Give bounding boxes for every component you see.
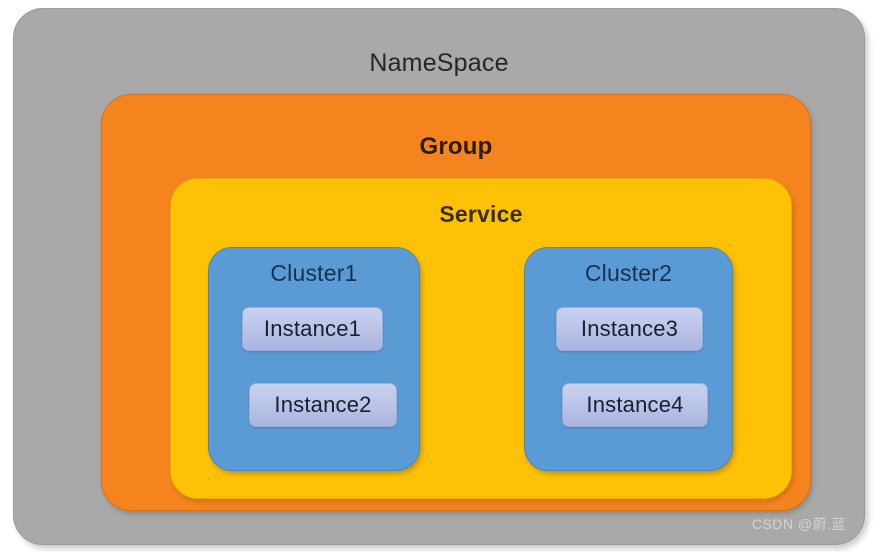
instance-box: Instance2 [249,383,397,427]
cluster-box: Cluster1 Instance1 Instance2 [208,247,420,471]
service-label: Service [439,201,523,227]
instance-label: Instance2 [274,392,372,417]
instance-box: Instance4 [562,383,708,427]
group-label: Group [419,133,493,160]
service-container: Service Cluster1 Instance1 Instance2 Clu… [170,178,792,499]
instance-box: Instance3 [556,307,703,351]
instance-box: Instance1 [242,307,383,351]
namespace-label: NameSpace [369,49,509,77]
cluster-box: Cluster2 Instance3 Instance4 [524,247,733,471]
cluster-label: Cluster2 [584,260,673,286]
cluster-label: Cluster1 [270,260,358,286]
namespace-container: NameSpace Group Service Cluster1 Instanc… [13,8,865,545]
group-container: Group Service Cluster1 Instance1 Instanc… [101,94,811,511]
instance-label: Instance1 [263,316,362,341]
instance-label: Instance3 [580,316,679,341]
instance-label: Instance4 [586,392,684,417]
watermark-text: CSDN @蔚.蓝 [751,516,846,532]
